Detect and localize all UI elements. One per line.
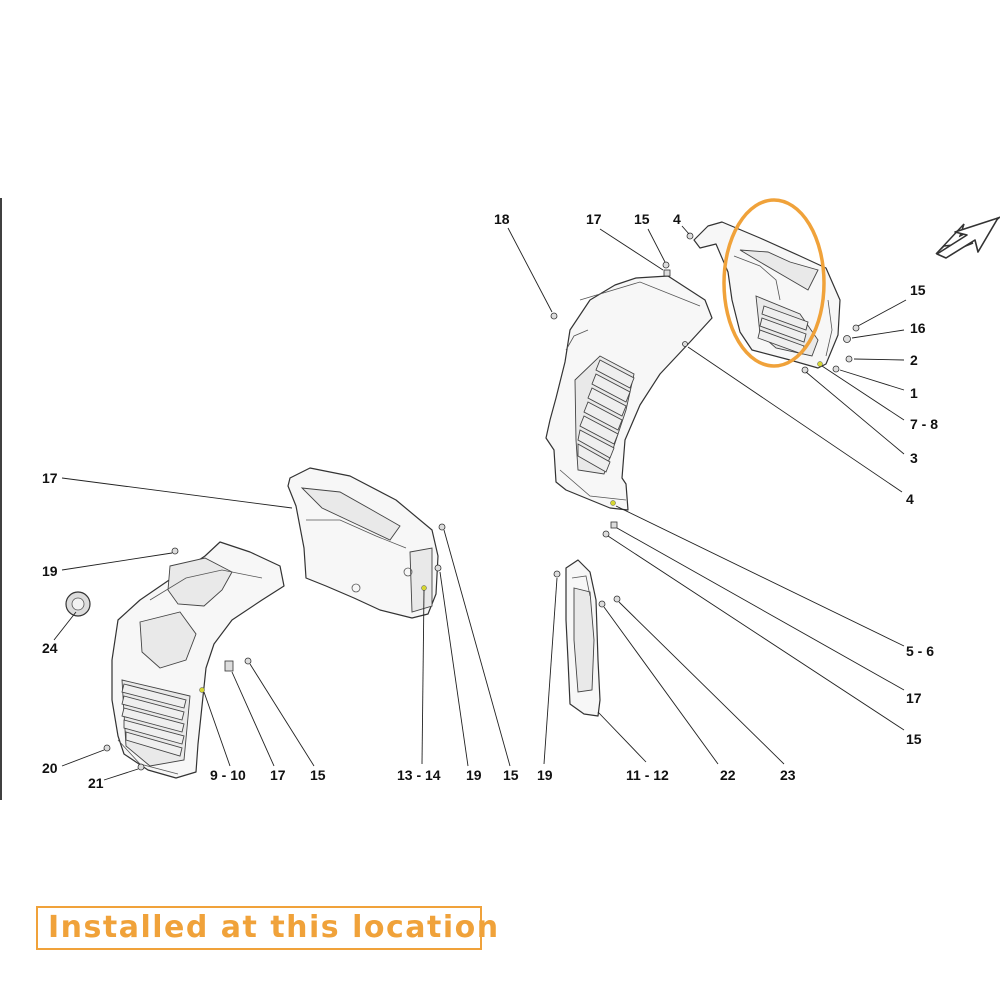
callout-2: 2 [910, 352, 918, 368]
callout-5-6: 5 - 6 [906, 643, 934, 659]
side-strip-part [565, 559, 601, 717]
highlight-ellipse [722, 198, 826, 368]
callout-1: 1 [910, 385, 918, 401]
callout-19-right: 19 [537, 767, 553, 783]
installed-location-caption: Installed at this location [36, 906, 498, 950]
callout-19-left: 19 [42, 563, 58, 579]
callout-15-right: 15 [910, 282, 926, 298]
callout-17-bottom-right: 17 [906, 690, 922, 706]
callout-20: 20 [42, 760, 58, 776]
callout-7-8: 7 - 8 [910, 416, 938, 432]
wheel-arch-liner-part [545, 275, 713, 511]
fasteners-lower [103, 521, 621, 771]
fasteners-upper-right [550, 232, 860, 374]
upper-inner-liner-part [693, 221, 841, 369]
callout-22: 22 [720, 767, 736, 783]
callout-15-top: 15 [634, 211, 650, 227]
callout-13-14: 13 - 14 [397, 767, 441, 783]
callout-19-center: 19 [466, 767, 482, 783]
callout-labels: 18 17 15 4 15 16 2 1 7 - 8 3 4 17 19 24 … [42, 211, 938, 791]
callout-3: 3 [910, 450, 918, 466]
callout-24: 24 [42, 640, 58, 656]
callout-17-bottom: 17 [270, 767, 286, 783]
callout-16: 16 [910, 320, 926, 336]
callout-18: 18 [494, 211, 510, 227]
callout-15-center: 15 [503, 767, 519, 783]
rear-wheel-liner-part [111, 541, 285, 779]
callout-4-top: 4 [673, 211, 681, 227]
callout-4-right: 4 [906, 491, 914, 507]
callout-21: 21 [88, 775, 104, 791]
callout-15-bottom-left: 15 [310, 767, 326, 783]
direction-arrow-icon [935, 216, 1000, 259]
callout-17-top: 17 [586, 211, 602, 227]
callout-15-bottom-right: 15 [906, 731, 922, 747]
center-liner-part [287, 467, 439, 619]
grommet-part [65, 591, 91, 617]
callout-9-10: 9 - 10 [210, 767, 246, 783]
callout-11-12: 11 - 12 [626, 767, 669, 783]
callout-23: 23 [780, 767, 796, 783]
leader-lines [53, 225, 907, 781]
callout-17-left: 17 [42, 470, 58, 486]
